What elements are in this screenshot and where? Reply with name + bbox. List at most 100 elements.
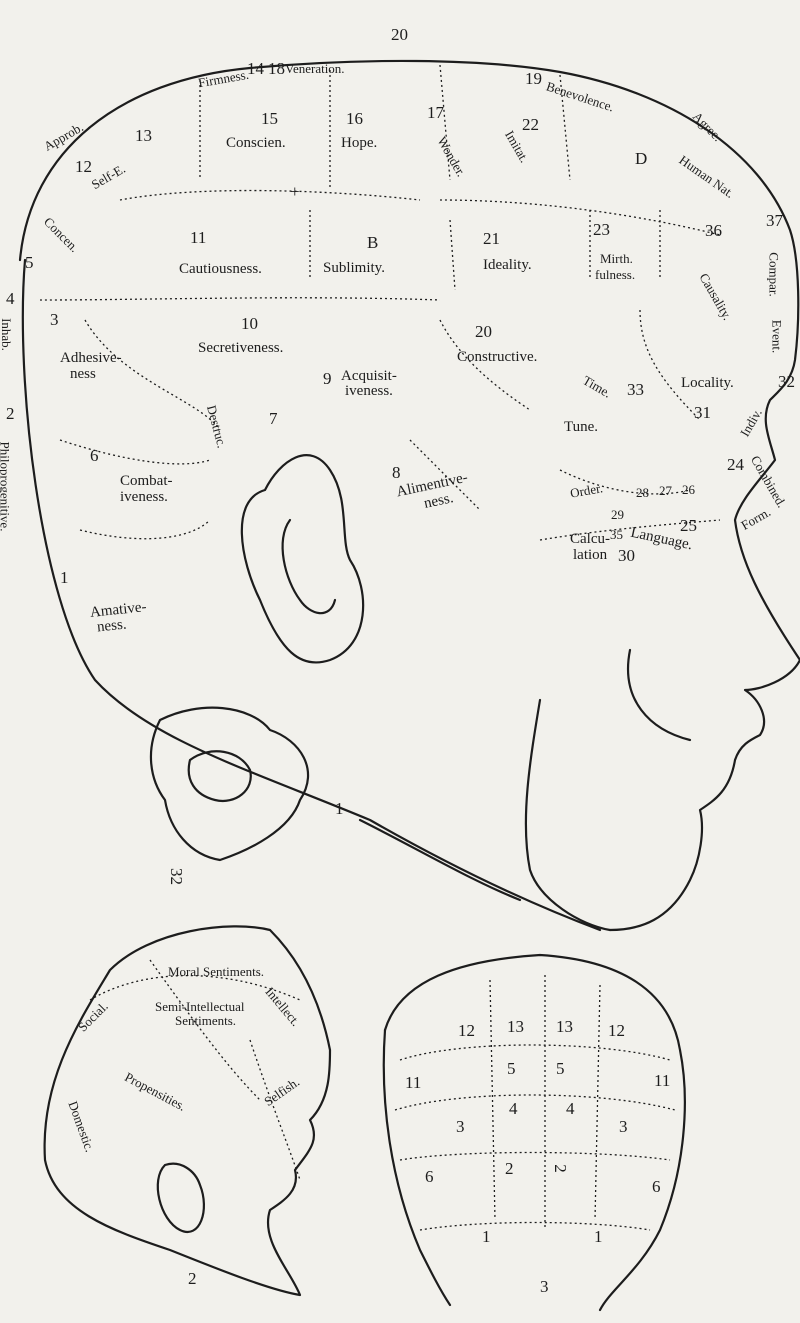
- faculty-num-35: 35: [610, 527, 623, 542]
- faculty-num-2: 2: [6, 404, 15, 423]
- label-comparison: Compar.: [766, 252, 782, 297]
- ear-inner: [281, 518, 337, 615]
- faculty-num-5: 5: [25, 253, 34, 272]
- label-combativeness-cont: iveness.: [120, 489, 168, 505]
- faculty-num-32-bottom: 32: [167, 868, 186, 885]
- region-num-3-left: 3: [456, 1117, 465, 1136]
- faculty-num-33: 33: [627, 380, 644, 399]
- faculty-num-21: 21: [483, 229, 500, 248]
- faculty-num-7: 7: [269, 409, 278, 428]
- faculty-num-16: 16: [346, 109, 363, 128]
- label-adhesiveness: Adhesive-: [60, 350, 122, 366]
- region-num-13-right: 13: [556, 1017, 573, 1036]
- region-num-12-right: 12: [608, 1021, 625, 1040]
- label-amativeness-cont: ness.: [96, 616, 128, 636]
- label-ideality: Ideality.: [483, 257, 532, 273]
- label-sublimity: Sublimity.: [323, 260, 385, 276]
- faculty-num-10: 10: [241, 314, 258, 333]
- faculty-letter-b: B: [367, 233, 379, 252]
- faculty-num-22: 22: [522, 115, 539, 134]
- label-inhabitiveness: Inhab.: [0, 318, 14, 351]
- region-num-11-right: 11: [654, 1071, 671, 1090]
- jaw-line: [358, 818, 522, 902]
- faculty-num-30: 30: [618, 546, 635, 565]
- label-philoprogenitiveness: Philoprogenitive.: [0, 441, 13, 532]
- label-locality: Locality.: [681, 375, 734, 391]
- label-calculation: Calcu-: [570, 531, 610, 547]
- figure-number-2: 2: [188, 1269, 197, 1288]
- region-num-13-left: 13: [507, 1017, 524, 1036]
- label-moral-sentiments: Moral Sentiments.: [168, 964, 265, 979]
- head-outline: [18, 59, 800, 932]
- faculty-num-1: 1: [60, 568, 69, 587]
- faculty-num-32: 32: [778, 372, 795, 391]
- region-num-12-left: 12: [458, 1021, 475, 1040]
- faculty-num-28: 28: [636, 485, 649, 500]
- faculty-letter-d: D: [635, 149, 648, 168]
- faculty-num-27: 27: [659, 483, 672, 498]
- faculty-num-26: 26: [682, 482, 695, 497]
- region-num-3-right: 3: [619, 1117, 628, 1136]
- neck-back: [21, 258, 602, 932]
- head3-outline: [383, 953, 686, 1312]
- faculty-num-31: 31: [694, 403, 711, 422]
- faculty-num-24: 24: [727, 455, 744, 474]
- label-cautiousness: Cautiousness.: [179, 261, 262, 277]
- faculty-num-13: 13: [135, 126, 152, 145]
- label-acquisitiveness-cont: iveness.: [345, 383, 393, 399]
- neck-front: [524, 698, 612, 932]
- label-eventuality: Event.: [769, 319, 785, 354]
- faculty-num-18: 18: [268, 59, 285, 78]
- region-num-4-left: 4: [509, 1099, 518, 1118]
- faculty-num-14: 14: [247, 59, 264, 78]
- region-num-2-left: 2: [505, 1159, 514, 1178]
- figure-number-3: 3: [540, 1277, 549, 1296]
- head2-outline: [43, 925, 332, 1297]
- region-num-1-right: 1: [594, 1227, 603, 1246]
- label-mirth: Mirth.: [600, 251, 633, 266]
- faculty-num-17: 17: [427, 103, 444, 122]
- label-fulness: fulness.: [595, 267, 636, 282]
- faculty-num-29: 29: [611, 507, 624, 522]
- faculty-num-11: 11: [190, 228, 207, 247]
- label-adhesiveness-cont: ness: [70, 366, 96, 382]
- label-tune: Tune.: [564, 419, 599, 435]
- region-num-1-left: 1: [482, 1227, 491, 1246]
- label-hope: Hope.: [341, 135, 378, 151]
- region-num-5-left: 5: [507, 1059, 516, 1078]
- region-num-4-right: 4: [566, 1099, 575, 1118]
- faculty-num-36: 36: [705, 221, 722, 240]
- region-num-11-left: 11: [405, 1073, 422, 1092]
- label-secretiveness: Secretiveness.: [198, 340, 284, 356]
- faculty-num-37: 37: [766, 211, 783, 230]
- faculty-num-20: 20: [475, 322, 492, 341]
- region-num-2-right: 2: [550, 1164, 570, 1173]
- faculty-num-23: 23: [593, 220, 610, 239]
- faculty-num-4: 4: [6, 289, 15, 308]
- faculty-num-6: 6: [90, 446, 99, 465]
- faculty-num-1b: 1: [335, 799, 344, 818]
- ear-outline: [240, 454, 365, 664]
- label-semi-intellectual: Semi-Intellectual: [155, 999, 245, 1014]
- label-conscientiousness: Conscien.: [226, 135, 286, 151]
- faculty-num-3: 3: [50, 310, 59, 329]
- label-veneration: Veneration.: [285, 61, 345, 76]
- faculty-num-9: 9: [323, 369, 332, 388]
- faculty-num-19: 19: [525, 69, 542, 88]
- faculty-num-12: 12: [75, 157, 92, 176]
- region-num-6-left: 6: [425, 1167, 434, 1186]
- faculty-num-8: 8: [392, 463, 401, 482]
- page-number: 20: [391, 25, 408, 44]
- region-num-6-right: 6: [652, 1177, 661, 1196]
- label-semi-intellectual-cont: Sentiments.: [175, 1013, 237, 1028]
- cross-mark: +: [290, 182, 300, 201]
- label-constructiveness: Constructive.: [457, 349, 538, 365]
- chin-inner: [627, 648, 692, 742]
- vertebra: [149, 706, 310, 862]
- label-combativeness: Combat-: [120, 473, 173, 489]
- label-acquisitiveness: Acquisit-: [341, 368, 397, 384]
- ear2-outline: [156, 1162, 205, 1234]
- faculty-num-15: 15: [261, 109, 278, 128]
